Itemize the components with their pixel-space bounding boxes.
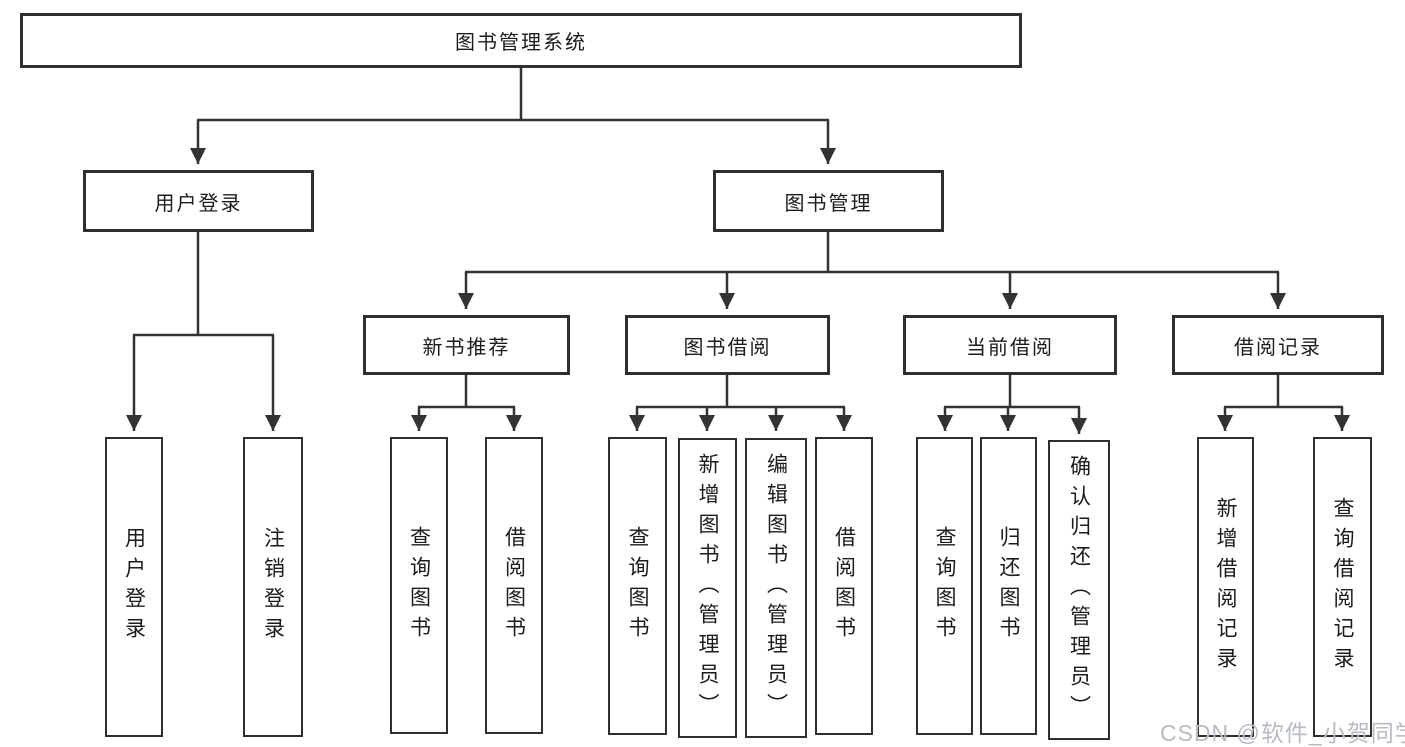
node-user-login: 用户登录 (83, 170, 314, 232)
leaf-records-add-borrow-record: 新增借阅记录 (1197, 437, 1254, 737)
leaf-user-login: 用户登录 (105, 437, 163, 737)
leaf-logout: 注销登录 (243, 437, 303, 737)
node-new-book-recommendation: 新书推荐 (363, 315, 570, 375)
leaf-borrow-edit-books-admin: 编辑图书（管理员） (745, 438, 807, 738)
node-current-borrowing: 当前借阅 (903, 315, 1117, 375)
leaf-label: 新增图书（管理员） (696, 453, 719, 723)
node-label: 图书管理 (784, 192, 873, 215)
node-borrowing-records: 借阅记录 (1172, 315, 1384, 375)
node-book-borrowing: 图书借阅 (625, 315, 830, 375)
leaf-label: 查询图书 (933, 526, 956, 646)
csdn-watermark: CSDN @软件_小贺同学 (1160, 720, 1405, 746)
leaf-label: 用户登录 (122, 527, 146, 647)
leaf-label: 查询图书 (626, 526, 649, 646)
leaf-borrow-add-books-admin: 新增图书（管理员） (678, 438, 737, 738)
leaf-records-query-borrow-record: 查询借阅记录 (1313, 437, 1372, 737)
leaf-label: 借阅图书 (832, 526, 856, 646)
node-label: 新书推荐 (422, 336, 511, 359)
leaf-label: 归还图书 (997, 526, 1020, 646)
node-label: 图书管理系统 (455, 32, 587, 54)
leaf-label: 注销登录 (261, 527, 285, 647)
node-book-management: 图书管理 (713, 170, 944, 232)
node-label: 用户登录 (154, 192, 243, 215)
node-label: 图书借阅 (683, 336, 772, 359)
leaf-label: 查询借阅记录 (1331, 497, 1354, 677)
leaf-label: 查询图书 (407, 525, 431, 646)
leaf-label: 新增借阅记录 (1214, 497, 1237, 677)
leaf-label: 借阅图书 (502, 525, 526, 646)
leaf-label: 编辑图书（管理员） (764, 453, 788, 723)
node-library-management-system: 图书管理系统 (20, 13, 1022, 68)
leaf-borrow-query-books: 查询图书 (608, 437, 667, 735)
leaf-label: 确认归还（管理员） (1067, 455, 1091, 725)
node-label: 当前借阅 (966, 336, 1054, 359)
node-label: 借阅记录 (1234, 336, 1322, 359)
leaf-current-confirm-return-admin: 确认归还（管理员） (1048, 440, 1110, 740)
leaf-newbook-query-books: 查询图书 (390, 437, 448, 734)
leaf-current-query-books: 查询图书 (916, 437, 973, 735)
leaf-current-return-books: 归还图书 (980, 437, 1037, 735)
leaf-borrow-borrow-books: 借阅图书 (815, 437, 873, 735)
leaf-newbook-borrow-books: 借阅图书 (485, 437, 543, 734)
